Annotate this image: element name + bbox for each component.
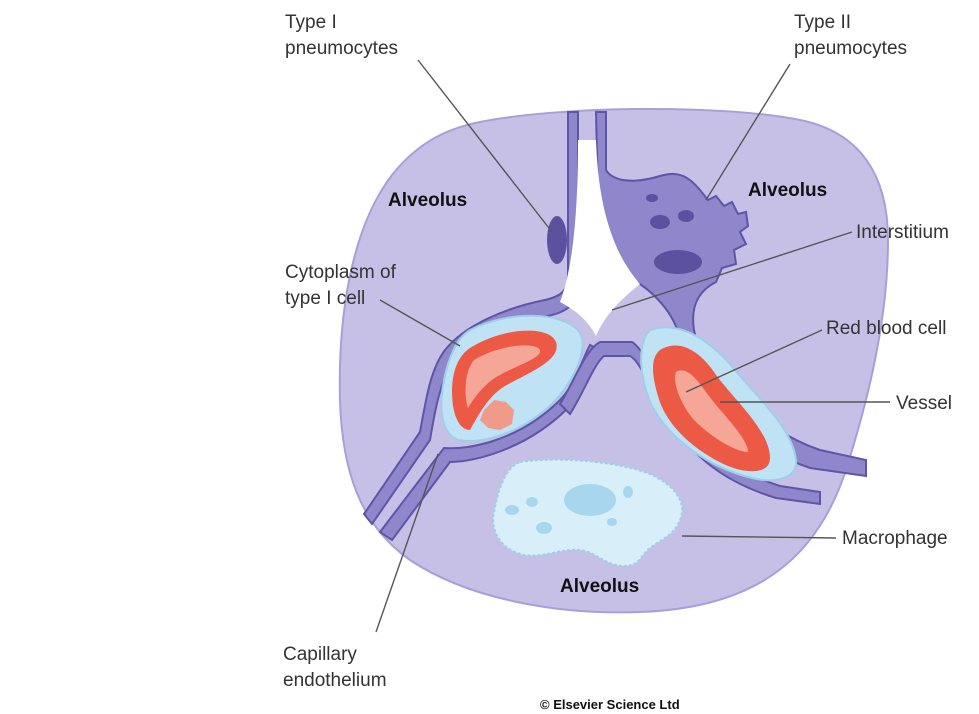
label-vessel: Vessel xyxy=(896,393,952,414)
macrophage-vacuole-3 xyxy=(536,522,552,534)
label-type-ii-line2: pneumocytes xyxy=(794,38,907,59)
label-type-i-line2: pneumocytes xyxy=(285,38,398,59)
label-red-blood-cell: Red blood cell xyxy=(826,318,946,339)
macrophage-nucleus xyxy=(564,484,616,516)
type-ii-granule-1 xyxy=(650,215,670,229)
label-macrophage: Macrophage xyxy=(842,528,948,549)
copyright-credit: © Elsevier Science Ltd xyxy=(540,697,680,712)
macrophage-vacuole-1 xyxy=(505,505,519,515)
label-cytoplasm-line1: Cytoplasm of xyxy=(285,262,397,283)
label-alveolus-right: Alveolus xyxy=(748,180,827,201)
type-ii-granule-3 xyxy=(646,194,658,202)
type-i-nucleus xyxy=(547,216,567,264)
macrophage-vacuole-2 xyxy=(526,497,538,507)
label-alveolus-bottom: Alveolus xyxy=(560,576,639,597)
label-alveolus-left: Alveolus xyxy=(388,190,467,211)
type-ii-granule-2 xyxy=(678,210,694,222)
macrophage-vacuole-4 xyxy=(623,486,633,498)
label-capillary-line2: endothelium xyxy=(283,670,387,691)
type-ii-nucleus xyxy=(654,250,702,274)
label-type-i-line1: Type I xyxy=(285,12,337,33)
macrophage-vacuole-5 xyxy=(607,518,617,526)
label-cytoplasm-line2: type I cell xyxy=(285,288,365,309)
label-interstitium: Interstitium xyxy=(856,222,949,243)
label-type-ii-line1: Type II xyxy=(794,12,851,33)
label-capillary-line1: Capillary xyxy=(283,644,357,665)
